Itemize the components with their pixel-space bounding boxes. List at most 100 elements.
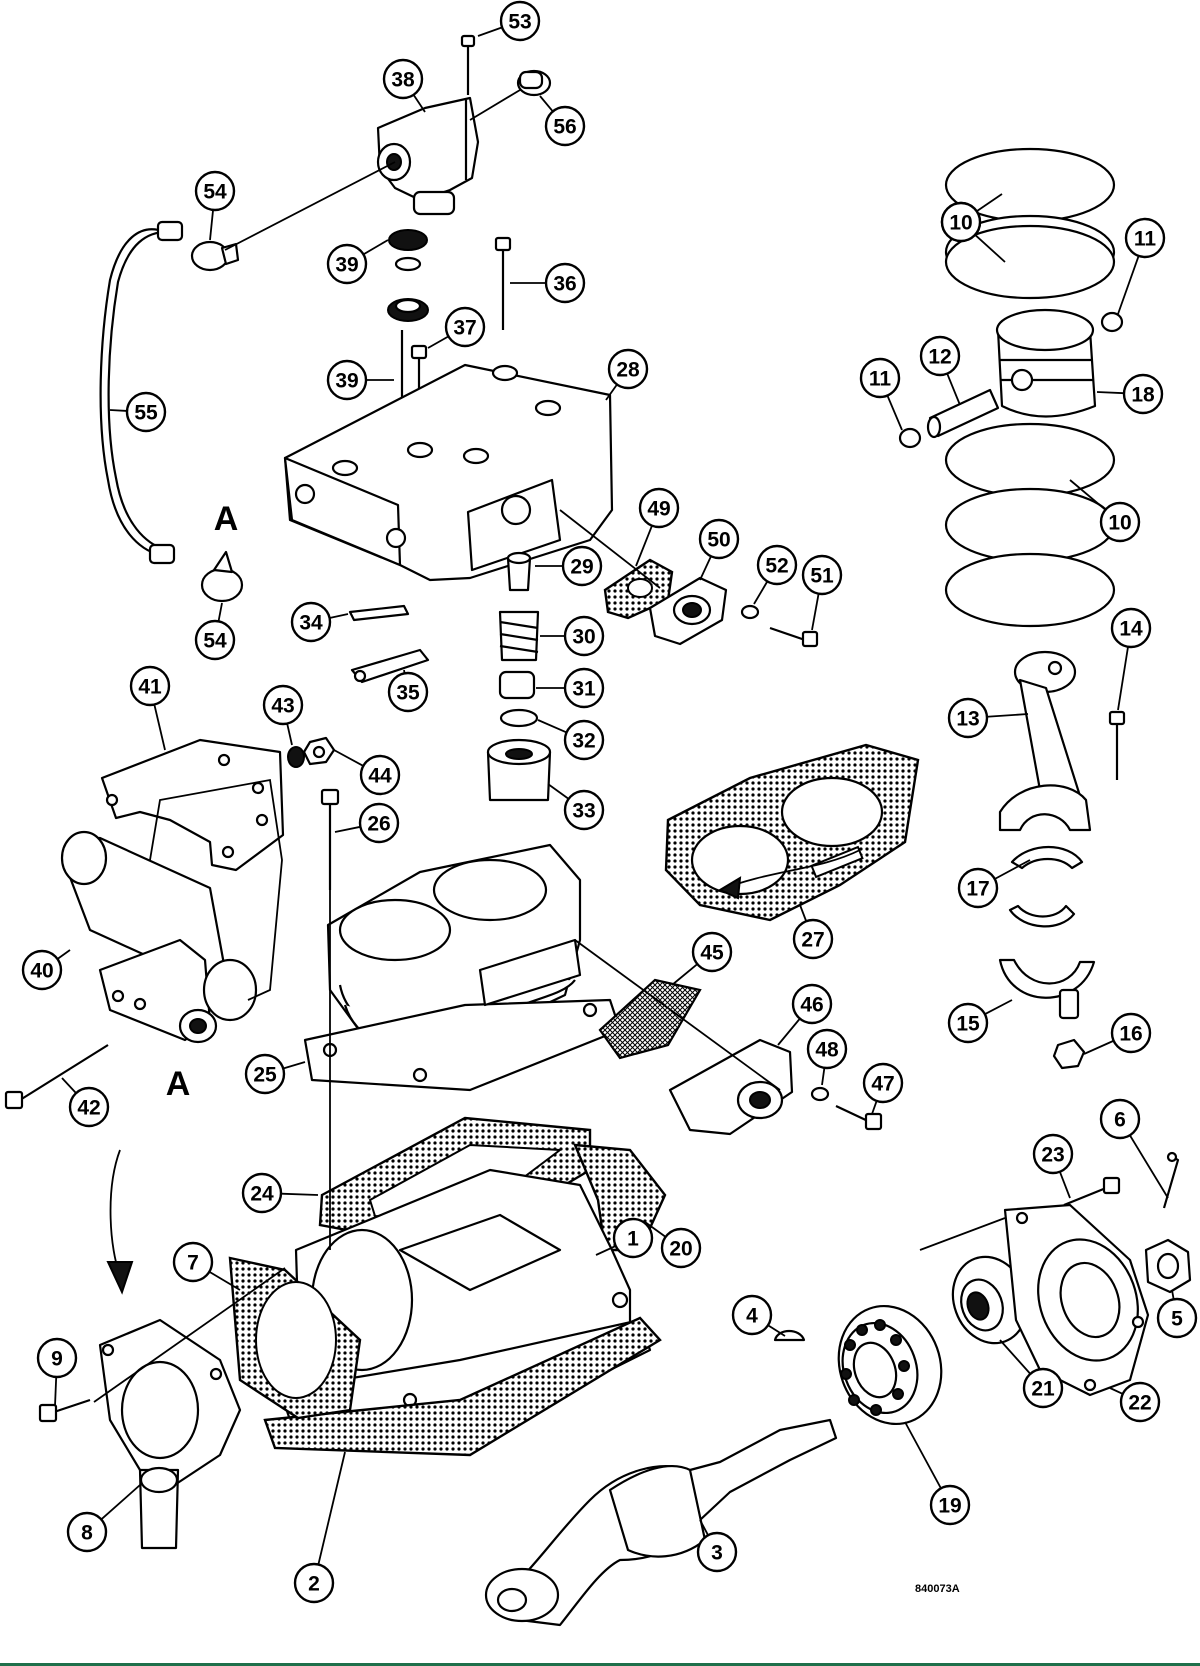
callout-number-38: 38	[391, 69, 415, 92]
callout-circle-29	[561, 545, 603, 587]
callout-leader-42	[61, 1077, 77, 1094]
callout-55: 55	[109, 391, 167, 433]
callout-leader-10	[976, 193, 1003, 213]
seal-21-drawing	[951, 1255, 1029, 1345]
callout-circle-14	[1110, 607, 1152, 649]
callout-circle-19	[929, 1484, 971, 1526]
callout-circle-1	[612, 1217, 654, 1259]
callout-26: 26	[334, 802, 400, 844]
callout-leader-41	[153, 704, 166, 751]
callout-39: 39	[326, 239, 389, 285]
callout-number-29: 29	[570, 556, 593, 579]
washer-43-drawing	[287, 746, 305, 768]
callout-number-12: 12	[928, 346, 951, 369]
callout-41: 41	[129, 665, 171, 751]
callout-number-19: 19	[938, 1495, 961, 1518]
callout-number-3: 3	[711, 1542, 723, 1565]
callout-leader-47	[871, 1100, 878, 1115]
callout-leader-9	[54, 1376, 58, 1407]
nut-5-drawing	[1144, 1238, 1192, 1294]
callout-number-49: 49	[647, 498, 670, 521]
callout-leader-15	[984, 999, 1013, 1015]
callout-number-26: 26	[367, 813, 390, 836]
callout-leader-18	[1096, 391, 1125, 395]
connecting-rod-13-drawing	[998, 650, 1092, 832]
callout-54: 54	[194, 170, 236, 241]
callout-circle-17	[957, 867, 999, 909]
callout-circle-9	[36, 1337, 78, 1379]
callout-54: 54	[194, 602, 236, 661]
piston-pin-12-drawing	[926, 388, 1000, 439]
callout-number-36: 36	[553, 273, 576, 296]
callout-circle-55	[125, 391, 167, 433]
head-gasket-27-drawing	[664, 743, 920, 922]
callout-10: 10	[1069, 479, 1141, 543]
callout-number-9: 9	[51, 1348, 63, 1371]
base-gasket-2-drawing	[263, 1316, 662, 1457]
unloader-40-drawing	[60, 830, 258, 1044]
cover-46-drawing	[668, 1038, 794, 1136]
pin-35-drawing	[350, 648, 430, 684]
callout-44: 44	[333, 749, 401, 796]
callout-leader-14	[1117, 646, 1129, 711]
callout-circle-49	[638, 487, 680, 529]
callout-number-5: 5	[1171, 1308, 1183, 1331]
callout-circle-35	[387, 671, 429, 713]
callout-circle-38	[382, 58, 424, 100]
bearing-cover-22-drawing	[1003, 1203, 1150, 1397]
callout-5: 5	[1156, 1289, 1198, 1339]
callout-number-6: 6	[1114, 1109, 1126, 1132]
callout-circle-34	[290, 601, 332, 643]
callout-leader-50	[699, 555, 712, 581]
callout-number-18: 18	[1131, 384, 1155, 407]
callout-51: 51	[801, 554, 843, 631]
callout-leader-51	[811, 593, 820, 631]
callout-number-48: 48	[815, 1039, 839, 1062]
callout-circle-31	[563, 667, 605, 709]
callout-number-30: 30	[572, 626, 595, 649]
callout-42: 42	[61, 1077, 110, 1128]
callout-number-51: 51	[810, 565, 834, 588]
end-cover-8-drawing	[98, 1318, 242, 1550]
callout-leader-5	[1171, 1289, 1175, 1300]
nut-44-drawing	[302, 736, 336, 766]
callout-balloons: 1234567891010101111121314151617181920212…	[21, 0, 1198, 1604]
callout-leader-54	[209, 209, 214, 241]
lock-11-left-drawing	[898, 427, 922, 449]
callout-number-13: 13	[956, 708, 979, 731]
callout-11: 11	[1117, 217, 1166, 315]
callout-36: 36	[510, 262, 586, 304]
callout-circle-8	[66, 1511, 108, 1553]
callout-13: 13	[947, 697, 1029, 739]
callout-46: 46	[777, 983, 833, 1046]
callout-number-41: 41	[138, 676, 162, 699]
callout-number-50: 50	[707, 529, 730, 552]
callout-number-56: 56	[553, 116, 576, 139]
callout-leader-55	[109, 409, 128, 412]
callout-leader-32	[537, 719, 567, 734]
callout-circle-4	[731, 1294, 773, 1336]
callout-39: 39	[326, 359, 394, 401]
callout-56: 56	[539, 95, 586, 147]
screen-45-drawing	[598, 978, 702, 1060]
callout-circle-10	[940, 201, 982, 243]
callout-circle-54	[194, 170, 236, 212]
callout-number-54: 54	[203, 630, 227, 653]
bolt-14-drawing	[1108, 710, 1126, 780]
callout-leader-37	[427, 335, 449, 349]
callout-circle-27	[792, 918, 834, 960]
callout-6: 6	[1099, 1098, 1169, 1199]
bolt-47-drawing	[835, 1105, 883, 1131]
callout-circle-26	[358, 802, 400, 844]
callout-leader-11	[886, 395, 903, 431]
callout-leader-28	[605, 383, 618, 401]
callout-28: 28	[605, 348, 649, 401]
cap-15-drawing	[998, 958, 1096, 1020]
callout-circle-33	[563, 789, 605, 831]
callout-number-7: 7	[187, 1252, 199, 1275]
callout-leader-11	[1117, 255, 1140, 315]
drawing-code: 840073A	[915, 1583, 960, 1595]
bolt-53-drawing	[460, 34, 476, 95]
callout-circle-20	[660, 1227, 702, 1269]
